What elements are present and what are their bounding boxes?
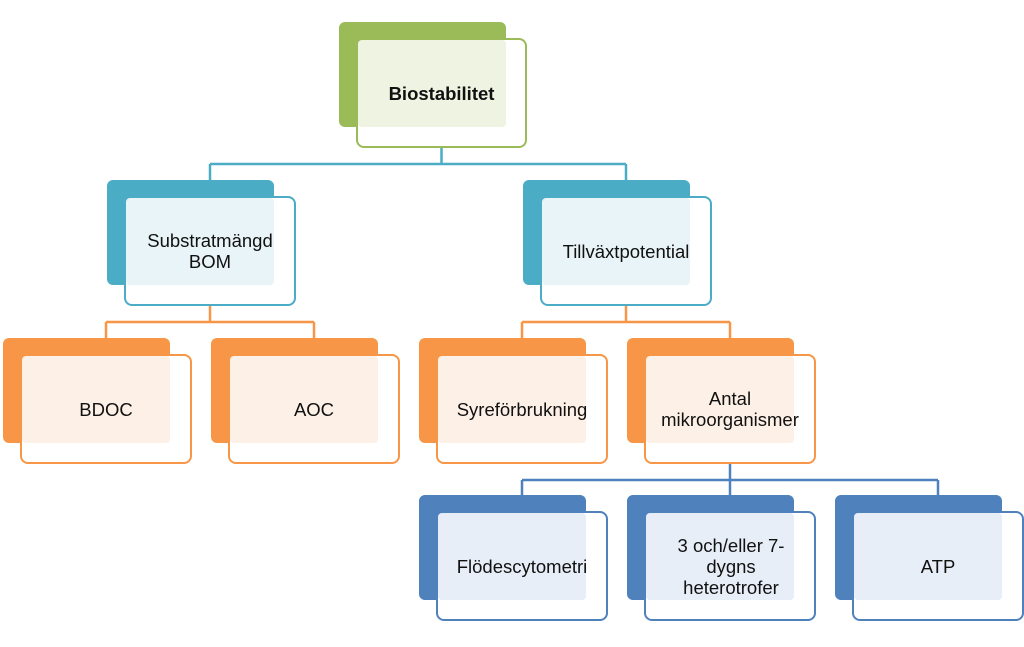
node-biostabilitet: Biostabilitet: [339, 22, 529, 149]
node-label: Flödescytometri: [456, 555, 588, 577]
node-label: Substratmängd BOM: [147, 230, 273, 272]
node-label: Biostabilitet: [388, 82, 495, 104]
node-flodescytometri: Flödescytometri: [419, 495, 609, 622]
node-substratmangd-bom: Substratmängd BOM: [107, 180, 297, 306]
node-atp: ATP: [835, 495, 1024, 622]
node-label: Antal mikroorganismer: [661, 388, 799, 430]
node-label: AOC: [293, 398, 335, 420]
node-bdoc: BDOC: [3, 338, 193, 464]
node-antal-mikroorganismer: Antal mikroorganismer: [627, 338, 817, 464]
node-label: BDOC: [79, 398, 133, 420]
node-label: Tillväxtpotential: [562, 240, 690, 262]
node-label: 3 och/eller 7-dygns heterotrofer: [677, 534, 785, 598]
node-heterotrofer: 3 och/eller 7-dygns heterotrofer: [627, 495, 817, 622]
node-tillvaxtpotential: Tillväxtpotential: [523, 180, 713, 306]
node-label: Syreförbrukning: [456, 398, 588, 420]
node-aoc: AOC: [211, 338, 401, 464]
node-syreforbrukning: Syreförbrukning: [419, 338, 609, 464]
node-label: ATP: [920, 555, 956, 577]
